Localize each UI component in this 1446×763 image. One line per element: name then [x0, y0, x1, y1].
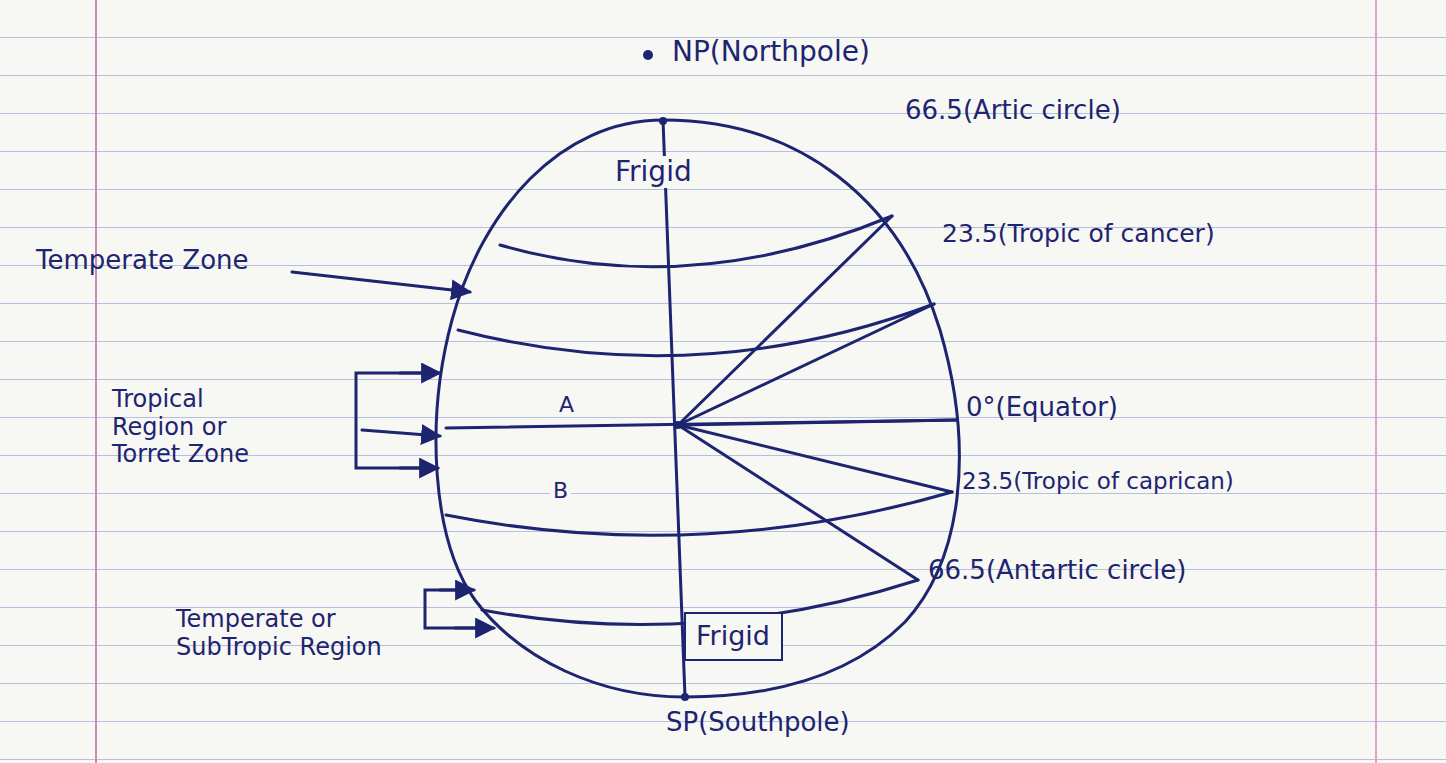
leader-arrow — [362, 430, 440, 436]
zone-box: Frigid — [684, 612, 783, 661]
region-mark: A — [556, 392, 577, 417]
center-dot — [674, 421, 682, 429]
latitude-ray — [678, 425, 952, 492]
arctic-line — [500, 216, 892, 267]
zone-label: Frigid — [696, 620, 771, 651]
latitude-label: 66.5(Antartic circle) — [928, 556, 1186, 586]
leader-arrow — [440, 589, 474, 592]
pole-label: SP(Southpole) — [666, 708, 850, 738]
bracket — [356, 373, 438, 468]
latitude-ray — [678, 420, 957, 425]
cancer-line — [458, 304, 934, 356]
latitude-ray — [678, 425, 918, 580]
latitude-ray — [678, 304, 934, 425]
pole-dot — [681, 693, 689, 701]
latitude-label: 23.5(Tropic of cancer) — [942, 220, 1215, 249]
zone-label: Temperate Zone — [36, 246, 249, 276]
margin-line — [1375, 0, 1377, 763]
leader-arrow — [400, 372, 440, 375]
zone-label: Temperate or SubTropic Region — [176, 606, 391, 661]
zone-label: Frigid — [612, 156, 695, 188]
latitude-label: 23.5(Tropic of caprican) — [962, 468, 1234, 494]
latitude-ray — [678, 216, 892, 425]
axis-line — [663, 120, 685, 697]
leader-arrow — [400, 467, 438, 470]
latitude-label: 0°(Equator) — [966, 393, 1118, 423]
pole-label: NP(Northpole) — [672, 36, 870, 68]
margin-line — [95, 0, 97, 763]
zone-label: Tropical Region or Torret Zone — [112, 386, 287, 469]
pole-dot — [643, 50, 653, 60]
earth-outline — [436, 120, 959, 697]
leader-arrow — [292, 272, 470, 292]
region-mark: B — [550, 478, 571, 503]
bracket — [425, 590, 490, 628]
latitude-label: 66.5(Artic circle) — [905, 96, 1121, 126]
capricorn-line — [446, 492, 952, 535]
pole-dot — [659, 117, 667, 125]
leader-arrow — [455, 627, 494, 630]
equator-line — [446, 420, 957, 428]
